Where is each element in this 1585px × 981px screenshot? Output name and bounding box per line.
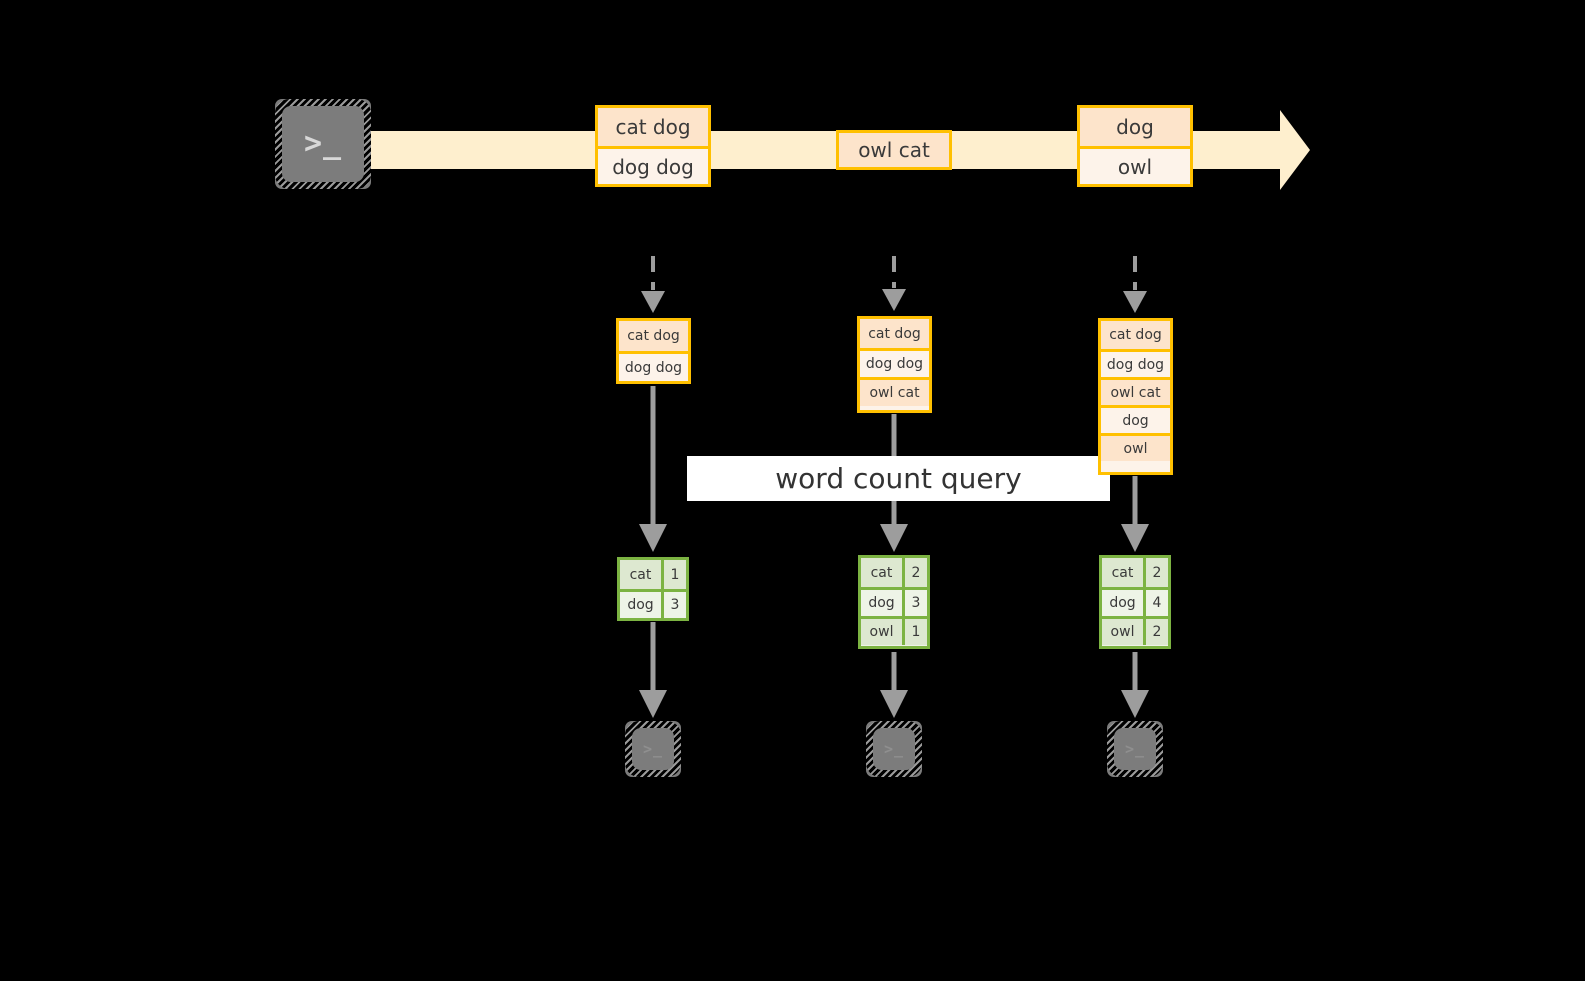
snapshot-record-row: dog dog: [860, 348, 929, 377]
result-count-cell: 3: [905, 590, 927, 616]
result-count-cell: 1: [905, 619, 927, 645]
snapshot-record-text: dog dog: [865, 356, 924, 372]
result-word-cell: owl: [861, 619, 905, 645]
stream-record-row: owl: [1080, 146, 1190, 184]
terminal-prompt-glyph: >_: [642, 739, 664, 758]
snapshot-record-row: cat dog: [860, 319, 929, 348]
stream-record-text: owl: [1117, 154, 1153, 179]
result-word-cell: owl: [1102, 619, 1146, 645]
snapshot-record-text: dog: [1122, 412, 1149, 429]
snapshot-record-box: cat dog dog dog owl cat: [857, 316, 932, 413]
stream-record-row: cat dog: [598, 108, 708, 146]
terminal-face: >_: [282, 106, 364, 182]
sink-terminal-icon[interactable]: >_: [859, 714, 929, 784]
result-count-cell: 2: [1146, 619, 1168, 645]
snapshot-record-text: cat dog: [1109, 327, 1162, 343]
snapshot-record-row: dog dog: [1101, 349, 1170, 377]
drop-arrowhead: [1123, 291, 1147, 313]
result-row: dog 3: [620, 589, 686, 618]
snapshot-record-text: owl cat: [1110, 384, 1161, 401]
snapshot-record-text: owl: [1123, 440, 1148, 457]
query-arrowhead: [1121, 524, 1149, 552]
snapshot-record-text: dog dog: [1106, 356, 1165, 373]
result-row: dog 3: [861, 587, 927, 616]
result-count-cell: 3: [664, 592, 686, 618]
snapshot-record-row: owl cat: [1101, 377, 1170, 405]
snapshot-record-row: owl: [1101, 433, 1170, 461]
result-count-cell: 4: [1146, 590, 1168, 616]
snapshot-record-text: cat dog: [868, 325, 921, 342]
terminal-face: >_: [1114, 728, 1156, 770]
source-terminal-icon[interactable]: >_: [268, 92, 378, 196]
sink-terminal-icon[interactable]: >_: [618, 714, 688, 784]
result-word-cell: cat: [861, 558, 905, 587]
stream-record-row: owl cat: [839, 133, 949, 167]
terminal-prompt-glyph: >_: [303, 126, 343, 161]
result-row: owl 1: [861, 616, 927, 645]
snapshot-record-row: owl cat: [860, 377, 929, 406]
stream-record-text: owl cat: [858, 138, 930, 162]
snapshot-record-row: dog: [1101, 405, 1170, 433]
query-arrowhead: [639, 524, 667, 552]
stream-event-box: cat dog dog dog: [595, 105, 711, 187]
result-table: cat 2 dog 3 owl 1: [858, 555, 930, 649]
result-row: dog 4: [1102, 587, 1168, 616]
result-row: cat 2: [1102, 558, 1168, 587]
snapshot-record-text: dog dog: [624, 359, 683, 376]
snapshot-record-text: cat dog: [627, 328, 680, 344]
stream-record-row: dog: [1080, 108, 1190, 146]
result-table: cat 2 dog 4 owl 2: [1099, 555, 1171, 649]
result-row: owl 2: [1102, 616, 1168, 645]
result-row: cat 2: [861, 558, 927, 587]
result-count-cell: 1: [664, 560, 686, 589]
query-arrowhead: [880, 524, 908, 552]
stream-event-box: dog owl: [1077, 105, 1193, 187]
snapshot-record-row: cat dog: [1101, 321, 1170, 349]
drop-arrowhead: [882, 289, 906, 311]
stream-record-text: dog: [1116, 115, 1154, 139]
result-count-cell: 2: [905, 558, 927, 587]
result-row: cat 1: [620, 560, 686, 589]
query-label-text: word count query: [775, 462, 1022, 495]
terminal-face: >_: [873, 728, 915, 770]
query-label-band: word count query: [687, 456, 1110, 501]
result-word-cell: dog: [1102, 590, 1146, 616]
result-count-cell: 2: [1146, 558, 1168, 587]
stream-record-row: dog dog: [598, 146, 708, 184]
stream-record-text: dog dog: [612, 154, 694, 179]
snapshot-record-row: cat dog: [619, 321, 688, 351]
terminal-prompt-glyph: >_: [1124, 739, 1146, 758]
terminal-face: >_: [632, 728, 674, 770]
result-word-cell: cat: [1102, 558, 1146, 587]
drop-arrowhead: [641, 291, 665, 313]
stream-band-arrowhead: [1280, 110, 1310, 190]
result-word-cell: dog: [620, 592, 664, 618]
snapshot-record-row: dog dog: [619, 351, 688, 381]
sink-terminal-icon[interactable]: >_: [1100, 714, 1170, 784]
terminal-prompt-glyph: >_: [883, 739, 905, 758]
snapshot-record-box: cat dog dog dog owl cat dog owl: [1098, 318, 1173, 475]
stream-record-text: cat dog: [615, 115, 691, 139]
result-word-cell: cat: [620, 560, 664, 589]
stream-event-box: owl cat: [836, 130, 952, 170]
snapshot-record-box: cat dog dog dog: [616, 318, 691, 384]
result-table: cat 1 dog 3: [617, 557, 689, 621]
snapshot-record-text: owl cat: [869, 385, 920, 401]
result-word-cell: dog: [861, 590, 905, 616]
